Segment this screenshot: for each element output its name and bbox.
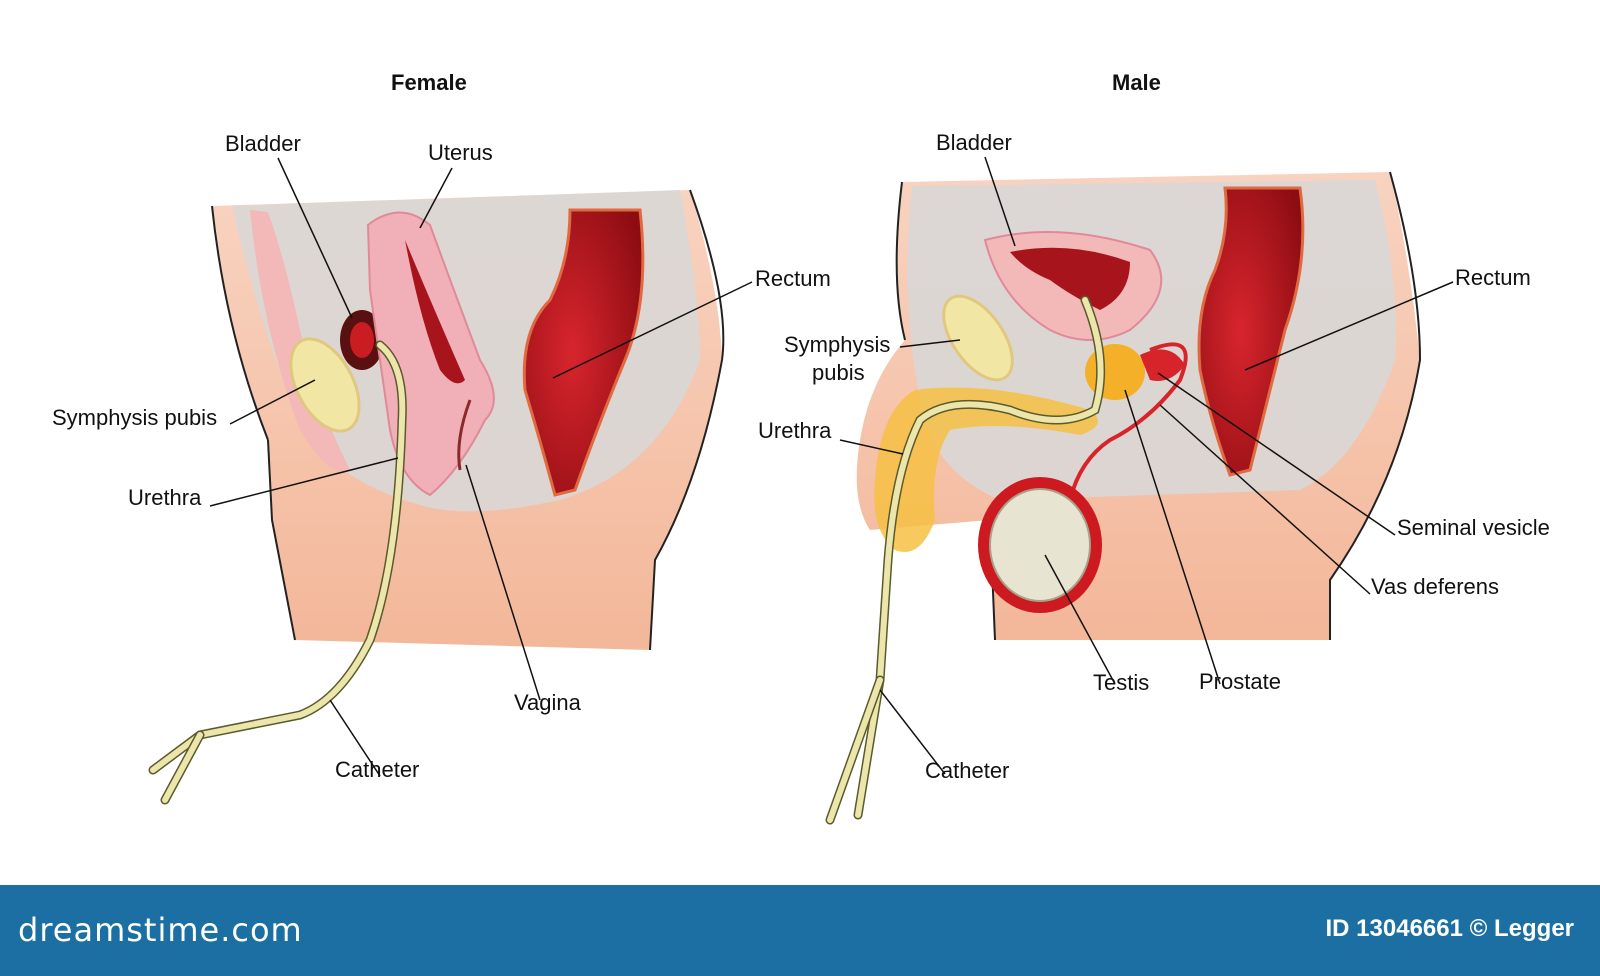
male-leader-lines <box>839 156 1454 775</box>
footer-credit: ID 13046661 © Legger <box>1325 915 1574 942</box>
male-label-urethra: Urethra <box>758 418 832 443</box>
female-label-catheter: Catheter <box>335 757 420 782</box>
female-label-uterus: Uterus <box>428 140 493 165</box>
female-panel-title: Female <box>391 70 467 95</box>
male-testis <box>989 488 1091 602</box>
footer-bar: dreamstime.com ID 13046661 © Legger <box>0 885 1600 976</box>
female-label-bladder: Bladder <box>225 131 301 156</box>
male-seminal-vesicle <box>1140 349 1185 381</box>
male-label-testis: Testis <box>1093 670 1150 695</box>
male-label-vas-deferens: Vas deferens <box>1371 574 1500 599</box>
male-panel-title: Male <box>1112 70 1161 95</box>
male-label-catheter: Catheter <box>925 758 1010 783</box>
female-label-rectum: Rectum <box>755 266 831 291</box>
male-prostate <box>1085 344 1145 400</box>
male-penis <box>874 387 1098 552</box>
male-vas-deferens <box>1068 342 1188 501</box>
male-label-symphysis-pubis-line2: pubis <box>812 360 865 385</box>
female-panel <box>148 157 753 805</box>
female-label-vagina: Vagina <box>514 690 581 715</box>
male-label-prostate: Prostate <box>1199 669 1281 694</box>
male-rectum <box>1197 186 1305 477</box>
male-label-bladder: Bladder <box>936 130 1012 155</box>
male-label-rectum: Rectum <box>1455 265 1531 290</box>
female-leader-lines <box>209 157 753 777</box>
male-label-seminal-vesicle: Seminal vesicle <box>1397 515 1550 540</box>
male-symphysis-pubis <box>942 294 1014 382</box>
female-rectum <box>522 208 645 497</box>
female-symphysis-pubis <box>289 337 361 433</box>
female-label-urethra: Urethra <box>128 485 202 510</box>
male-panel <box>825 156 1454 825</box>
footer-brand[interactable]: dreamstime.com <box>18 911 303 949</box>
female-label-symphysis-pubis: Symphysis pubis <box>52 405 218 430</box>
male-label-symphysis-pubis-line1: Symphysis <box>784 332 891 357</box>
